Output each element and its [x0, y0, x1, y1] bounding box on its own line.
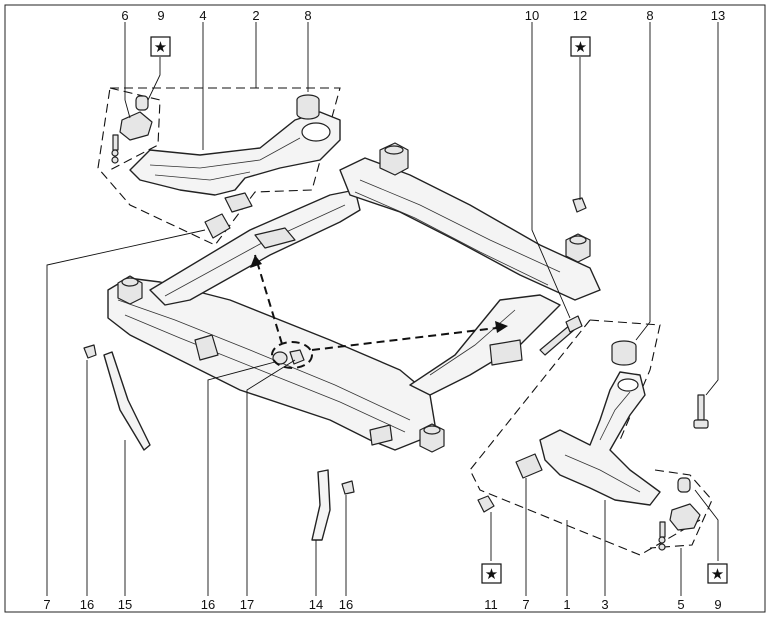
- bracket-14: [311, 469, 331, 541]
- control-arm-right: [539, 371, 661, 506]
- assembly-arrows: [250, 254, 508, 369]
- callout-3: 3: [601, 597, 608, 612]
- ball-joint-right: [669, 503, 701, 531]
- leader-lines: [46, 22, 719, 596]
- bushing-front-left: [204, 213, 231, 239]
- bushing-16-center: [272, 351, 288, 365]
- callout-13: 13: [711, 8, 725, 23]
- star-icon: ★: [150, 36, 171, 57]
- bolt-16-left: [83, 344, 97, 359]
- callout-16: 16: [339, 597, 353, 612]
- arrow-up-head: [250, 255, 262, 268]
- callout-15: 15: [118, 597, 132, 612]
- callout-2: 2: [252, 8, 259, 23]
- star-boxes: ★ ★ ★ ★: [150, 36, 728, 584]
- callout-4: 4: [199, 8, 206, 23]
- bolt-13: [697, 394, 705, 421]
- nut-12: [572, 197, 587, 213]
- ball-joint-left: [119, 111, 153, 141]
- nut-11: [477, 495, 495, 513]
- callout-10: 10: [525, 8, 539, 23]
- arrow-right-head: [495, 321, 508, 333]
- callout-numbers: 6 9 4 2 8 10 12 8 13 7 16 15 16 17 14 16…: [43, 8, 725, 612]
- callout-9: 9: [157, 8, 164, 23]
- callout-16: 16: [201, 597, 215, 612]
- right-control-arm-group: [469, 319, 713, 556]
- svg-text:★: ★: [574, 38, 587, 56]
- callout-7: 7: [43, 597, 50, 612]
- svg-text:★: ★: [711, 565, 724, 583]
- star-icon: ★: [481, 563, 502, 584]
- subframe: [107, 142, 601, 453]
- callout-9: 9: [714, 597, 721, 612]
- callout-8: 8: [646, 8, 653, 23]
- callout-6: 6: [121, 8, 128, 23]
- left-control-arm-group: [97, 87, 341, 246]
- callout-5: 5: [677, 597, 684, 612]
- callout-1: 1: [563, 597, 570, 612]
- star-icon: ★: [707, 563, 728, 584]
- diagram-frame: [4, 4, 766, 613]
- callout-11: 11: [484, 597, 498, 612]
- callout-17: 17: [240, 597, 254, 612]
- svg-text:★: ★: [485, 565, 498, 583]
- bushing-front-right: [515, 453, 543, 479]
- highlight-ring: [271, 341, 313, 369]
- bolt-16-right: [341, 480, 355, 495]
- callout-14: 14: [309, 597, 323, 612]
- callout-16: 16: [80, 597, 94, 612]
- star-icon: ★: [570, 36, 591, 57]
- fasteners: [83, 197, 709, 541]
- callout-8: 8: [304, 8, 311, 23]
- callout-7: 7: [522, 597, 529, 612]
- svg-text:★: ★: [154, 38, 167, 56]
- callout-12: 12: [573, 8, 587, 23]
- control-arm-left: [129, 111, 341, 196]
- bracket-15: [103, 351, 151, 451]
